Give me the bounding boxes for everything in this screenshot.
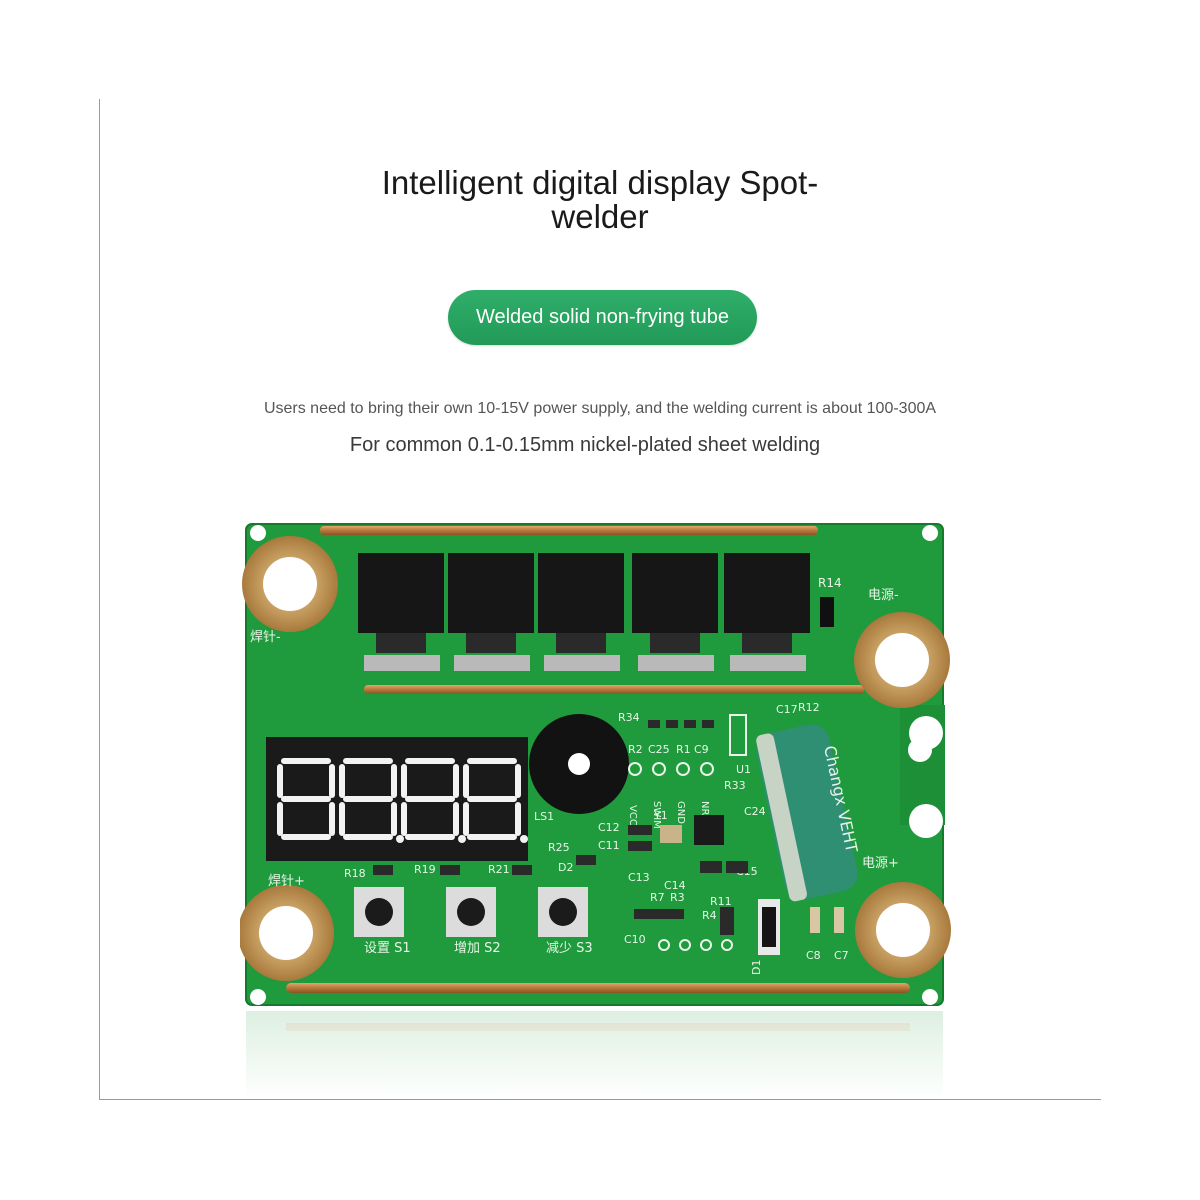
ref-label: R11 — [710, 895, 732, 908]
ref-label: R2 — [628, 743, 643, 756]
ref-label: R12 — [798, 701, 820, 714]
ref-label: LS1 — [534, 810, 554, 823]
ref-label: C12 — [598, 821, 620, 834]
ref-label: R21 — [488, 863, 510, 876]
programming-header: VCC SWIM GND NRST — [627, 762, 714, 829]
left-border-line — [99, 99, 100, 1100]
electrolytic-capacitor: Changx VEHT — [756, 724, 861, 902]
regulator-outline — [729, 714, 747, 756]
pin-label: SWIM — [651, 801, 662, 829]
ref-label: C17 — [776, 703, 798, 716]
ref-label: R7 — [650, 891, 665, 904]
bottom-border-line — [99, 1099, 1101, 1100]
ref-label: R18 — [344, 867, 366, 880]
board-reflection — [246, 1009, 949, 1099]
test-pads — [658, 939, 733, 951]
ref-label: R14 — [818, 576, 842, 590]
pad-label: 焊针- — [250, 629, 281, 645]
mount-hole-icon — [250, 525, 266, 541]
seven-segment-display — [266, 737, 528, 861]
mosfet-row — [358, 553, 810, 671]
ref-label: R1 — [676, 743, 691, 756]
ref-label: C13 — [628, 871, 650, 884]
microcontroller-chip — [694, 815, 724, 845]
buzzer-icon — [529, 714, 629, 814]
button-label: 减少 S3 — [546, 941, 593, 956]
ref-label: R33 — [724, 779, 746, 792]
ref-label: C24 — [744, 805, 766, 818]
crystal-oscillator — [660, 825, 682, 843]
ref-label: Y1 — [653, 809, 668, 822]
welding-spec-text: For common 0.1-0.15mm nickel-plated shee… — [349, 434, 821, 456]
button-label: 增加 S2 — [454, 941, 501, 956]
pin-label: GND — [675, 801, 686, 824]
ref-label: C14 — [664, 879, 686, 892]
mount-hole-icon — [922, 525, 938, 541]
product-title: Intelligent digital display Spot-welder — [381, 164, 819, 235]
ref-label: U1 — [736, 763, 751, 776]
ref-label: R4 — [702, 909, 717, 922]
ref-label: C9 — [694, 743, 709, 756]
ref-label: C8 — [806, 949, 821, 962]
ref-label: R25 — [548, 841, 570, 854]
power-requirement-text: Users need to bring their own 10-15V pow… — [263, 400, 937, 417]
ref-label: D1 — [750, 960, 763, 975]
pad-label: 电源+ — [862, 856, 899, 871]
ref-label: D2 — [558, 861, 573, 874]
pin-label: NRST — [699, 801, 710, 829]
ref-label: C25 — [648, 743, 670, 756]
terminal-rings — [240, 536, 951, 981]
pin-label: VCC — [627, 805, 638, 826]
feature-badge: Welded solid non-frying tube — [448, 290, 757, 345]
smd-components — [373, 720, 748, 935]
ref-label: C11 — [598, 839, 620, 852]
ref-label: R19 — [414, 863, 436, 876]
ref-label: C10 — [624, 933, 646, 946]
ref-label: R3 — [670, 891, 685, 904]
copper-bus-bars — [286, 526, 910, 993]
ref-label: R34 — [618, 711, 640, 724]
button-s1 — [354, 887, 404, 937]
ref-label: C7 — [834, 949, 849, 962]
pad-label: 电源- — [868, 588, 899, 603]
button-label: 设置 S1 — [364, 941, 411, 956]
button-s2 — [446, 887, 496, 937]
mount-hole-icon — [250, 989, 266, 1005]
pad-label: 焊针+ — [268, 873, 305, 889]
pcb-photo: 焊针- 焊针+ 电源- 电源+ R14 LS1 — [240, 515, 955, 1099]
button-s3 — [538, 887, 588, 937]
mount-hole-icon — [922, 989, 938, 1005]
